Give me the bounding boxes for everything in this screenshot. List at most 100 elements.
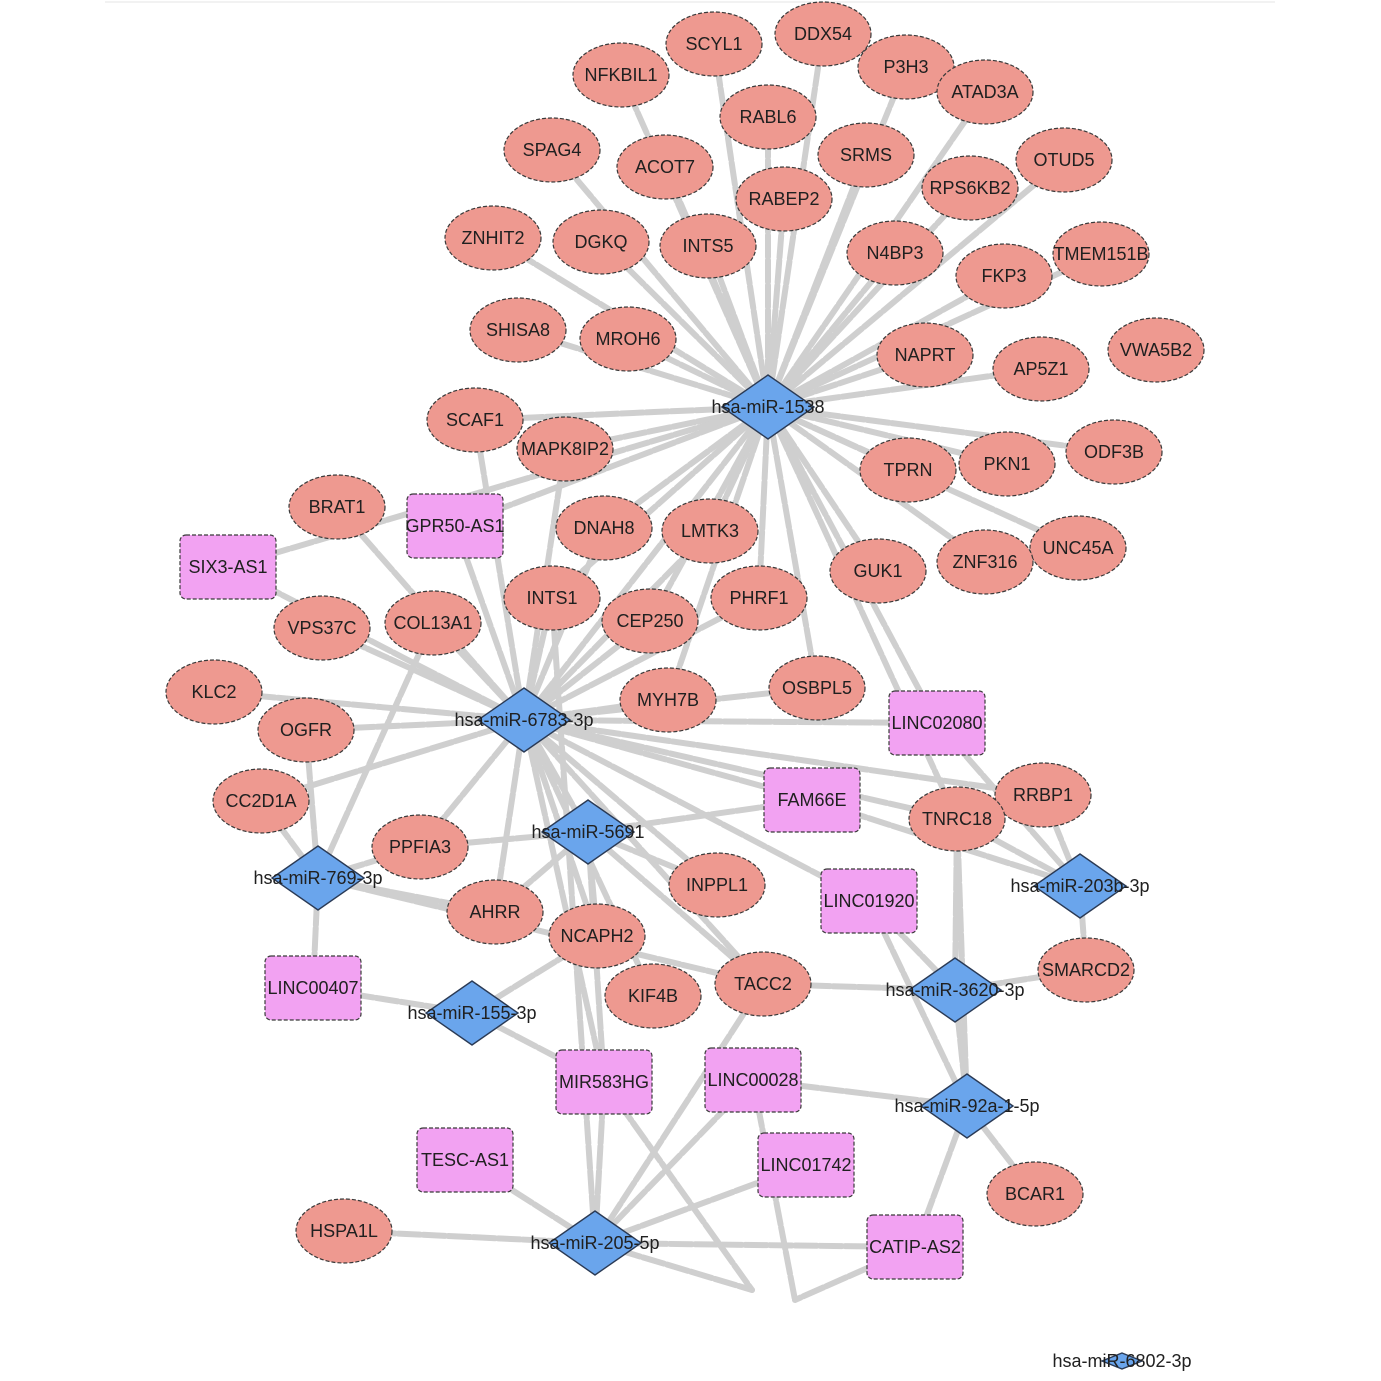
mirna-node-hsa-mir-5691[interactable]: hsa-miR-5691 (531, 799, 645, 865)
gene-node-atad3a[interactable]: ATAD3A (936, 59, 1034, 125)
gene-ellipse (503, 565, 601, 631)
gene-ellipse (876, 322, 974, 388)
gene-node-klc2[interactable]: KLC2 (165, 659, 263, 725)
mirna-diamond (919, 1073, 1015, 1139)
gene-label: MAPK8IP2 (521, 439, 609, 459)
mirna-node-hsa-mir-155-3p[interactable]: hsa-miR-155-3p (407, 980, 537, 1046)
lncrna-node-linc01920[interactable]: LINC01920 (820, 868, 918, 934)
gene-label: RPS6KB2 (929, 178, 1010, 198)
gene-node-unc45a[interactable]: UNC45A (1029, 515, 1127, 581)
gene-node-mroh6[interactable]: MROH6 (579, 306, 677, 372)
gene-node-ahrr[interactable]: AHRR (446, 879, 544, 945)
gene-node-ints5[interactable]: INTS5 (659, 213, 757, 279)
lncrna-label: LINC00028 (707, 1070, 798, 1090)
lncrna-rect (555, 1049, 653, 1115)
lncrna-node-linc02080[interactable]: LINC02080 (888, 690, 986, 756)
mirna-node-hsa-mir-205-5p[interactable]: hsa-miR-205-5p (530, 1210, 660, 1276)
gene-node-vwa5b2[interactable]: VWA5B2 (1107, 317, 1205, 383)
mirna-node-hsa-mir-6783-3p[interactable]: hsa-miR-6783-3p (454, 687, 594, 753)
gene-node-bcar1[interactable]: BCAR1 (986, 1161, 1084, 1227)
gene-node-nfkbil1[interactable]: NFKBIL1 (572, 42, 670, 108)
gene-node-inppl1[interactable]: INPPL1 (668, 852, 766, 918)
gene-node-col13a1[interactable]: COL13A1 (384, 590, 482, 656)
gene-ellipse (371, 814, 469, 880)
gene-ellipse (1015, 127, 1113, 193)
lncrna-node-fam66e[interactable]: FAM66E (763, 767, 861, 833)
gene-ellipse (619, 667, 717, 733)
lncrna-label: CATIP-AS2 (869, 1237, 961, 1257)
gene-node-odf3b[interactable]: ODF3B (1065, 419, 1163, 485)
lncrna-node-tesc-as1[interactable]: TESC-AS1 (416, 1127, 514, 1193)
gene-node-phrf1[interactable]: PHRF1 (710, 565, 808, 631)
gene-node-ints1[interactable]: INTS1 (503, 565, 601, 631)
mirna-node-hsa-mir-6802-3p[interactable]: hsa-miR-6802-3p (1052, 1351, 1191, 1371)
gene-ellipse (503, 117, 601, 183)
gene-ellipse (288, 474, 386, 540)
mirna-diamond (547, 1210, 643, 1276)
mirna-node-hsa-mir-92a-1-5p[interactable]: hsa-miR-92a-1-5p (894, 1073, 1040, 1139)
gene-node-znf316[interactable]: ZNF316 (936, 529, 1034, 595)
gene-node-osbpl5[interactable]: OSBPL5 (768, 655, 866, 721)
lncrna-node-linc00407[interactable]: LINC00407 (264, 955, 362, 1021)
gene-node-kif4b[interactable]: KIF4B (604, 963, 702, 1029)
gene-node-ddx54[interactable]: DDX54 (774, 1, 872, 67)
mirna-label: hsa-miR-769-3p (253, 868, 382, 888)
gene-node-otud5[interactable]: OTUD5 (1015, 127, 1113, 193)
gene-node-vps37c[interactable]: VPS37C (273, 595, 371, 661)
gene-node-p3h3[interactable]: P3H3 (857, 34, 955, 100)
gene-node-cep250[interactable]: CEP250 (601, 588, 699, 654)
gene-node-tprn[interactable]: TPRN (859, 437, 957, 503)
lncrna-rect (406, 493, 504, 559)
edge-hsa-mir-769-3p-tacc2 (315, 875, 766, 987)
gene-node-acot7[interactable]: ACOT7 (616, 134, 714, 200)
gene-node-pkn1[interactable]: PKN1 (958, 431, 1056, 497)
gene-node-ogfr[interactable]: OGFR (257, 697, 355, 763)
gene-node-spag4[interactable]: SPAG4 (503, 117, 601, 183)
lncrna-node-mir583hg[interactable]: MIR583HG (555, 1049, 653, 1115)
gene-ellipse (1037, 937, 1135, 1003)
gene-node-tacc2[interactable]: TACC2 (714, 951, 812, 1017)
lncrna-node-linc00028[interactable]: LINC00028 (704, 1047, 802, 1113)
mirna-node-hsa-mir-3620-3p[interactable]: hsa-miR-3620-3p (885, 957, 1025, 1023)
gene-ellipse (426, 387, 524, 453)
gene-node-srms[interactable]: SRMS (817, 122, 915, 188)
gene-node-tmem151b[interactable]: TMEM151B (1052, 221, 1150, 287)
mirna-node-hsa-mir-1538[interactable]: hsa-miR-1538 (711, 374, 825, 440)
gene-node-lmtk3[interactable]: LMTK3 (661, 498, 759, 564)
gene-node-tnrc18[interactable]: TNRC18 (908, 786, 1006, 852)
gene-label: TMEM151B (1053, 244, 1148, 264)
lncrna-node-catip-as2[interactable]: CATIP-AS2 (866, 1214, 964, 1280)
mirna-node-hsa-mir-203b-3p[interactable]: hsa-miR-203b-3p (1010, 853, 1150, 919)
lncrna-node-six3-as1[interactable]: SIX3-AS1 (179, 534, 277, 600)
gene-node-scaf1[interactable]: SCAF1 (426, 387, 524, 453)
gene-node-ap5z1[interactable]: AP5Z1 (992, 336, 1090, 402)
lncrna-node-linc01742[interactable]: LINC01742 (757, 1132, 855, 1198)
gene-node-naprt[interactable]: NAPRT (876, 322, 974, 388)
gene-node-mapk8ip2[interactable]: MAPK8IP2 (516, 416, 614, 482)
gene-node-rps6kb2[interactable]: RPS6KB2 (921, 155, 1019, 221)
edge-hsa-mir-1538-spag4 (549, 147, 771, 410)
gene-node-guk1[interactable]: GUK1 (829, 538, 927, 604)
gene-node-rrbp1[interactable]: RRBP1 (994, 762, 1092, 828)
gene-node-cc2d1a[interactable]: CC2D1A (212, 768, 310, 834)
gene-node-rabl6[interactable]: RABL6 (719, 84, 817, 150)
gene-node-rabep2[interactable]: RABEP2 (735, 166, 833, 232)
gene-node-n4bp3[interactable]: N4BP3 (846, 220, 944, 286)
gene-node-znhit2[interactable]: ZNHIT2 (444, 205, 542, 271)
gene-node-ncaph2[interactable]: NCAPH2 (548, 903, 646, 969)
gene-node-scyl1[interactable]: SCYL1 (665, 11, 763, 77)
gene-node-brat1[interactable]: BRAT1 (288, 474, 386, 540)
mirna-node-hsa-mir-769-3p[interactable]: hsa-miR-769-3p (253, 845, 383, 911)
lncrna-rect (704, 1047, 802, 1113)
gene-node-smarcd2[interactable]: SMARCD2 (1037, 937, 1135, 1003)
gene-node-dnah8[interactable]: DNAH8 (555, 495, 653, 561)
gene-node-myh7b[interactable]: MYH7B (619, 667, 717, 733)
edge-hsa-mir-6783-3p-linc01920 (521, 717, 872, 904)
lncrna-node-gpr50-as1[interactable]: GPR50-AS1 (405, 493, 505, 559)
lncrna-rect (888, 690, 986, 756)
gene-node-dgkq[interactable]: DGKQ (552, 209, 650, 275)
gene-node-ppfia3[interactable]: PPFIA3 (371, 814, 469, 880)
gene-node-shisa8[interactable]: SHISA8 (469, 297, 567, 363)
gene-node-fkp3[interactable]: FKP3 (955, 243, 1053, 309)
gene-node-hspa1l[interactable]: HSPA1L (295, 1198, 393, 1264)
